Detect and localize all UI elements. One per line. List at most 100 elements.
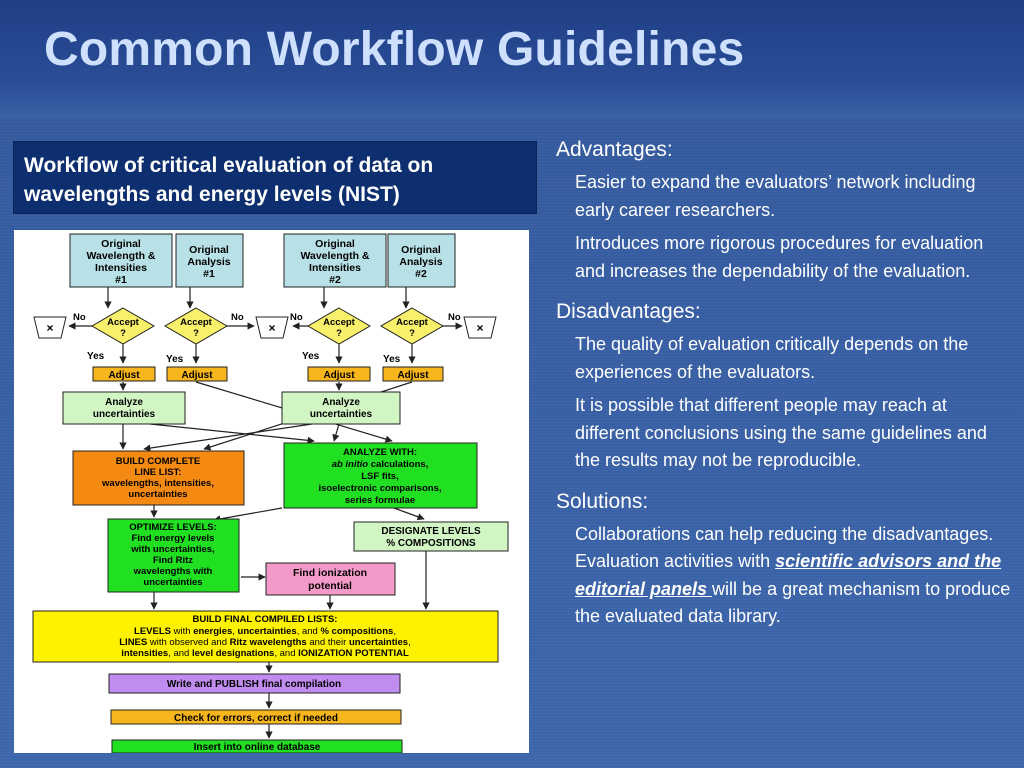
svg-text:Analyze: Analyze <box>105 397 143 408</box>
svg-text:intensities, and level designa: intensities, and level designations, and… <box>121 648 409 659</box>
svg-text:ANALYZE WITH:: ANALYZE WITH: <box>343 447 417 458</box>
svg-text:Wavelength &: Wavelength & <box>300 250 369 262</box>
reject-box-2: × <box>255 316 289 339</box>
no-label: No <box>290 312 303 323</box>
solution-item: Collaborations can help reducing the dis… <box>575 521 1016 631</box>
svg-text:?: ? <box>409 328 415 339</box>
svg-text:ab initio calculations,: ab initio calculations, <box>332 459 429 470</box>
solution-emphasis: scientific advisors and the editorial pa… <box>575 551 1002 599</box>
svg-text:% COMPOSITIONS: % COMPOSITIONS <box>386 538 476 549</box>
svg-text:Intensities: Intensities <box>309 262 361 274</box>
no-label: No <box>73 312 86 323</box>
optimize-levels-box: OPTIMIZE LEVELS: Find energy levels with… <box>107 518 240 593</box>
no-label: No <box>231 312 244 323</box>
svg-text:Original: Original <box>401 244 441 256</box>
accept-diamond-3: Accept ? <box>307 307 371 345</box>
svg-text:wavelengths with: wavelengths with <box>133 566 213 577</box>
yes-label: Yes <box>302 351 320 362</box>
svg-text:Write and PUBLISH final compil: Write and PUBLISH final compilation <box>167 679 341 690</box>
svg-text:Find energy levels: Find energy levels <box>132 533 215 544</box>
svg-text:Accept: Accept <box>180 317 213 328</box>
svg-text:×: × <box>476 321 483 335</box>
solution-text-end: will be a great mechanism to produce the… <box>575 578 1011 627</box>
svg-text:?: ? <box>120 328 126 339</box>
svg-text:Adjust: Adjust <box>181 370 213 381</box>
svg-text:Insert into online database: Insert into online database <box>194 742 321 753</box>
accept-diamond-4: Accept ? <box>380 307 444 345</box>
adjust-box-2: Adjust <box>166 366 228 382</box>
insert-database-box: Insert into online database <box>111 739 403 753</box>
svg-text:Adjust: Adjust <box>323 370 355 381</box>
svg-text:potential: potential <box>308 580 352 592</box>
svg-text:uncertainties: uncertainties <box>310 409 373 420</box>
svg-text:LEVELS with energies, uncertai: LEVELS with energies, uncertainties, and… <box>134 626 396 637</box>
svg-text:Adjust: Adjust <box>397 370 429 381</box>
check-errors-box: Check for errors, correct if needed <box>110 709 402 725</box>
svg-text:×: × <box>268 321 275 335</box>
svg-text:wavelengths, intensities,: wavelengths, intensities, <box>101 478 214 489</box>
svg-text:Intensities: Intensities <box>95 262 147 274</box>
svg-text:Accept: Accept <box>107 317 140 328</box>
svg-text:Original: Original <box>315 238 355 250</box>
source-box-analysis-1: Original Analysis #1 <box>175 233 244 288</box>
advantages-heading: Advantages: <box>556 138 673 161</box>
evaluation-notes: Advantages: Easier to expand the evaluat… <box>556 137 1016 631</box>
svg-text:?: ? <box>336 328 342 339</box>
svg-text:BUILD FINAL COMPILED LISTS:: BUILD FINAL COMPILED LISTS: <box>193 614 338 625</box>
disadvantage-item: It is possible that different people may… <box>575 395 987 470</box>
source-box-analysis-2: Original Analysis #2 <box>387 233 456 288</box>
adjust-box-3: Adjust <box>307 366 371 382</box>
svg-text:uncertainties: uncertainties <box>143 577 202 588</box>
yes-label: Yes <box>87 351 105 362</box>
svg-text:?: ? <box>193 328 199 339</box>
title-bar <box>0 0 1024 118</box>
ionization-potential-box: Find ionization potential <box>265 562 396 596</box>
svg-text:#2: #2 <box>329 274 341 286</box>
svg-text:#1: #1 <box>115 274 127 286</box>
svg-text:isoelectronic comparisons,: isoelectronic comparisons, <box>318 483 441 494</box>
build-complete-line-list-box: BUILD COMPLETE LINE LIST: wavelengths, i… <box>72 450 245 506</box>
svg-text:LINE LIST:: LINE LIST: <box>135 467 182 478</box>
svg-text:Analyze: Analyze <box>322 397 360 408</box>
flowchart-caption: Workflow of critical evaluation of data … <box>13 141 537 214</box>
publish-box: Write and PUBLISH final compilation <box>108 673 401 694</box>
solutions-heading: Solutions: <box>556 489 649 513</box>
source-box-wavelength-2: Original Wavelength & Intensities #2 <box>283 233 387 288</box>
svg-text:×: × <box>46 321 53 335</box>
svg-text:#2: #2 <box>415 268 427 280</box>
svg-text:Accept: Accept <box>323 317 356 328</box>
svg-text:Adjust: Adjust <box>108 370 140 381</box>
svg-text:uncertainties: uncertainties <box>128 489 187 500</box>
svg-text:OPTIMIZE LEVELS:: OPTIMIZE LEVELS: <box>129 522 217 533</box>
svg-text:Accept: Accept <box>396 317 429 328</box>
advantage-item: Introduces more rigorous procedures for … <box>575 233 984 281</box>
svg-text:#1: #1 <box>203 268 215 280</box>
svg-text:Analysis: Analysis <box>399 256 442 268</box>
svg-text:Check for errors, correct if n: Check for errors, correct if needed <box>174 713 338 724</box>
no-label: No <box>448 312 461 323</box>
flow-arrows <box>68 287 463 739</box>
yes-label: Yes <box>166 354 184 365</box>
svg-text:DESIGNATE LEVELS: DESIGNATE LEVELS <box>381 526 481 537</box>
svg-text:LINES with observed and Ritz w: LINES with observed and Ritz wavelengths… <box>119 637 410 648</box>
accept-diamond-1: Accept ? <box>91 307 155 345</box>
analyze-uncertainties-box-1: Analyze uncertainties <box>62 391 186 425</box>
workflow-flowchart: Original Wavelength & Intensities #1 Ori… <box>14 230 529 753</box>
svg-text:uncertainties: uncertainties <box>93 409 156 420</box>
reject-box-1: × <box>33 316 67 339</box>
svg-text:with uncertainties,: with uncertainties, <box>130 544 214 555</box>
solution-text: Collaborations can help reducing the dis… <box>575 523 994 572</box>
adjust-box-4: Adjust <box>382 366 444 382</box>
designate-levels-box: DESIGNATE LEVELS % COMPOSITIONS <box>353 521 509 552</box>
analyze-with-box: ANALYZE WITH: ab initio calculations, LS… <box>283 442 478 509</box>
svg-text:Find ionization: Find ionization <box>293 567 367 579</box>
svg-text:Analysis: Analysis <box>187 256 230 268</box>
disadvantage-item: The quality of evaluation critically dep… <box>575 334 969 382</box>
yes-label: Yes <box>383 354 401 365</box>
advantage-item: Easier to expand the evaluators’ network… <box>575 172 976 220</box>
analyze-uncertainties-box-2: Analyze uncertainties <box>281 391 401 425</box>
adjust-box-1: Adjust <box>92 366 156 382</box>
svg-text:Original: Original <box>189 244 229 256</box>
reject-box-3: × <box>463 316 497 339</box>
accept-diamond-2: Accept ? <box>164 307 228 345</box>
